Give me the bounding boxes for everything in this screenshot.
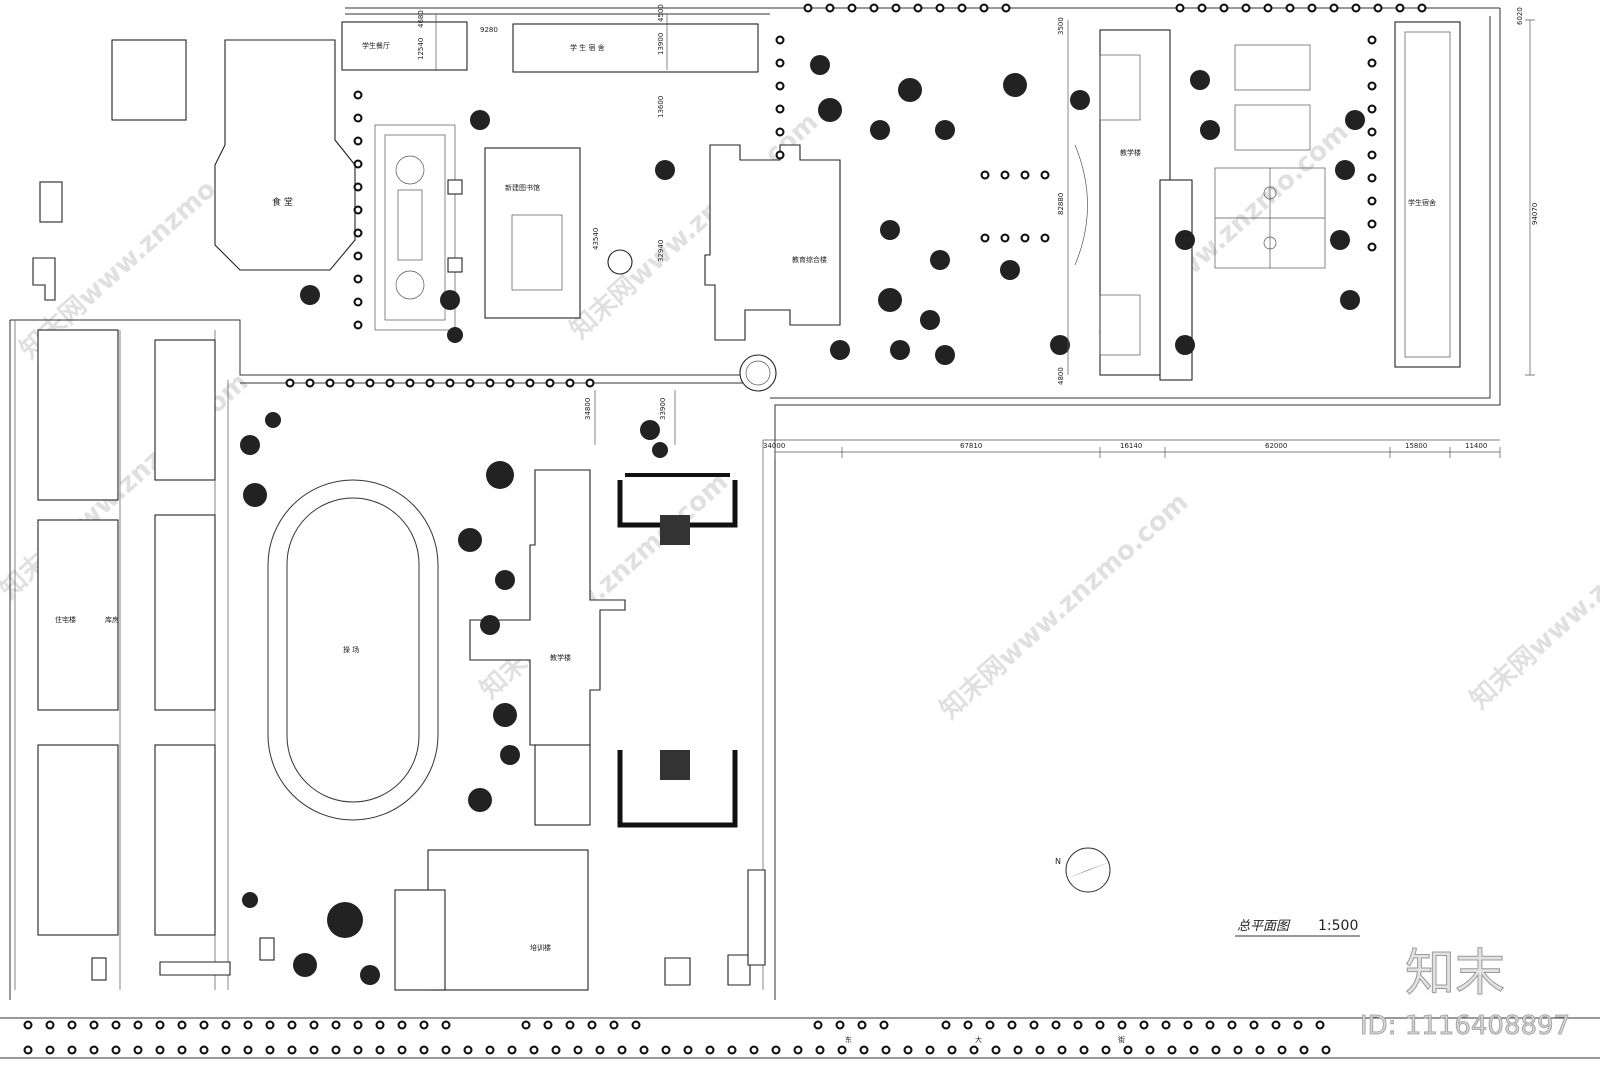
- library-building: [484, 147, 581, 319]
- residential-block-1: [37, 329, 119, 501]
- tree-row-road-2: [23, 1045, 1331, 1055]
- complex-label: 教育综合楼: [792, 255, 827, 264]
- tree-layer: [23, 3, 1427, 1055]
- dim-4800: 4800: [1057, 367, 1065, 385]
- dim-13600: 13600: [657, 96, 665, 118]
- drawing-scale: 1:500: [1318, 918, 1358, 934]
- watermark-2: 知末网www.znzmo.com: [475, 467, 735, 705]
- watermark-3: 知末网www.znzmo.com: [935, 487, 1195, 725]
- gate-house: [747, 869, 766, 966]
- playground-label: 操 场: [343, 645, 359, 654]
- dim-67810: 67810: [960, 442, 982, 450]
- dim-32940: 32940: [657, 240, 665, 262]
- small-hut-2: [91, 957, 107, 981]
- svg-text:N: N: [1055, 857, 1061, 866]
- sports-courts: [1214, 44, 1326, 269]
- dim-11400: 11400: [1465, 442, 1487, 450]
- dim-13900: 13900: [657, 33, 665, 55]
- student-restaurant-building: [341, 21, 468, 71]
- road-char-3: 街: [1118, 1035, 1125, 1044]
- dimension-lines: 34000 67810 16140 62000 15800 11400 6020…: [417, 4, 1539, 458]
- dim-3500: 3500: [1057, 17, 1065, 35]
- fountain-circle: [739, 354, 777, 392]
- dim-12540: 12540: [417, 38, 425, 60]
- dim-43540: 43540: [592, 228, 600, 250]
- dim-15800: 15800: [1405, 442, 1427, 450]
- residential-block-2: [154, 339, 216, 481]
- tree-row-road-1: [23, 1020, 1325, 1030]
- teaching-north-building: [1099, 29, 1171, 376]
- dim-9280: 9280: [480, 26, 498, 34]
- dim-6020: 6020: [1516, 7, 1524, 25]
- road-char-2: 大: [975, 1035, 982, 1044]
- student-dorm-top-building: [512, 23, 759, 73]
- building-nw-l: [32, 257, 56, 301]
- small-hut-1: [259, 937, 275, 961]
- residential-block-5: [37, 744, 119, 936]
- warehouse-label: 库房: [105, 615, 119, 624]
- dim-62000: 62000: [1265, 442, 1287, 450]
- hedge-plazas: [617, 473, 738, 828]
- dim-94070: 94070: [1531, 203, 1539, 225]
- building-nw-small: [39, 181, 63, 223]
- teaching-south-label: 教学楼: [550, 653, 571, 662]
- dim-16140: 16140: [1120, 442, 1142, 450]
- tree-clusters: [240, 55, 1365, 985]
- small-hut-3: [159, 961, 231, 976]
- watermark-7: 知末网www.znzmo.com: [1465, 477, 1600, 715]
- brand-block: 知末 ID: 1116408897: [1360, 944, 1571, 1042]
- brand-logo-text: 知末: [1405, 944, 1505, 1002]
- running-track-outer: [267, 479, 439, 821]
- dim-82880: 82880: [1057, 193, 1065, 215]
- dim-33900: 33900: [659, 398, 667, 420]
- small-plaza-circle: [607, 249, 633, 275]
- building-blocks: 食 堂 学生餐厅 学 生 宿 舍 新建图书馆 教育综合楼 教学楼: [32, 21, 1461, 991]
- dim-34000: 34000: [763, 442, 785, 450]
- student-dorm-east-building: [1394, 21, 1461, 368]
- canteen-label: 食 堂: [272, 196, 293, 208]
- residential-block-3: [37, 519, 119, 711]
- teaching-north-label: 教学楼: [1120, 148, 1141, 157]
- student-dorm-top-label: 学 生 宿 舍: [570, 43, 605, 52]
- running-track-inner: [286, 497, 420, 803]
- library-label: 新建图书馆: [505, 183, 540, 192]
- training-label: 培训楼: [530, 943, 551, 952]
- dim-34800: 34800: [584, 398, 592, 420]
- drawing-title-block: 总平面图 1:500: [1235, 918, 1360, 937]
- gate-right: [727, 954, 751, 986]
- complex-building: [704, 144, 841, 341]
- residential-block-4: [154, 514, 216, 711]
- training-building: [427, 849, 589, 991]
- building-nw-square: [111, 39, 187, 121]
- student-dorm-east-label: 学生宿舍: [1408, 198, 1436, 207]
- road-label: 东 大 街: [845, 1035, 1125, 1044]
- brand-id-text: ID: 1116408897: [1360, 1011, 1570, 1041]
- canteen-building: [214, 39, 356, 271]
- garden-plaza: [374, 124, 463, 331]
- dim-4680: 4680: [417, 10, 425, 28]
- north-arrow: N: [1055, 847, 1111, 893]
- road-char-1: 东: [845, 1035, 852, 1044]
- gate-left: [664, 957, 691, 986]
- student-restaurant-label: 学生餐厅: [362, 41, 390, 50]
- residential-block-6: [154, 744, 216, 936]
- drawing-title: 总平面图: [1237, 919, 1291, 934]
- residential-label: 住宅楼: [55, 615, 76, 624]
- dim-4500: 4500: [657, 4, 665, 22]
